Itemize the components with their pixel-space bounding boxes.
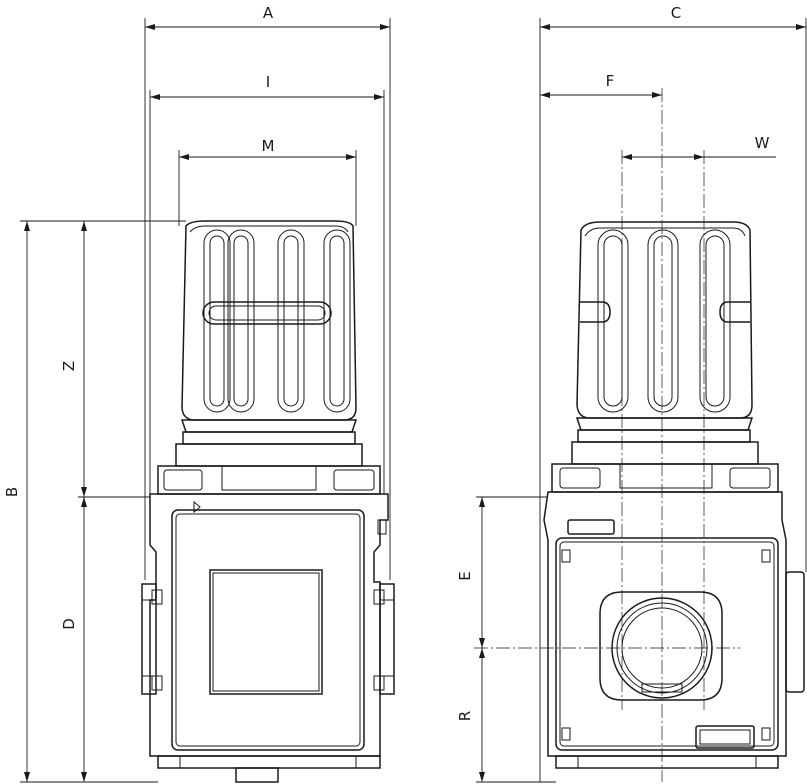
dimension-labels: A I M B Z D C F W E R — [3, 4, 770, 721]
front-port-left — [141, 583, 163, 695]
label-z: Z — [60, 361, 78, 371]
label-f: F — [606, 72, 615, 90]
label-w: W — [755, 134, 770, 152]
label-i: I — [266, 73, 270, 91]
front-bonnet — [157, 443, 381, 495]
label-b: B — [3, 487, 21, 497]
front-bottom — [157, 755, 381, 783]
dimension-lines — [24, 24, 806, 782]
label-c: C — [671, 4, 681, 22]
side-bonnet — [551, 441, 779, 493]
center-lines — [474, 88, 740, 782]
front-view — [141, 220, 395, 783]
front-port-right — [373, 583, 395, 695]
label-m: M — [262, 137, 275, 155]
side-knob — [575, 221, 754, 443]
front-body — [149, 493, 389, 757]
front-knob — [180, 220, 358, 445]
label-e: E — [456, 571, 474, 580]
side-port — [599, 571, 805, 701]
label-d: D — [60, 618, 78, 630]
side-bottom — [555, 755, 779, 769]
label-a: A — [263, 4, 274, 22]
side-body — [543, 491, 787, 757]
label-r: R — [456, 711, 474, 721]
side-view — [543, 221, 805, 769]
extension-lines — [20, 18, 807, 783]
